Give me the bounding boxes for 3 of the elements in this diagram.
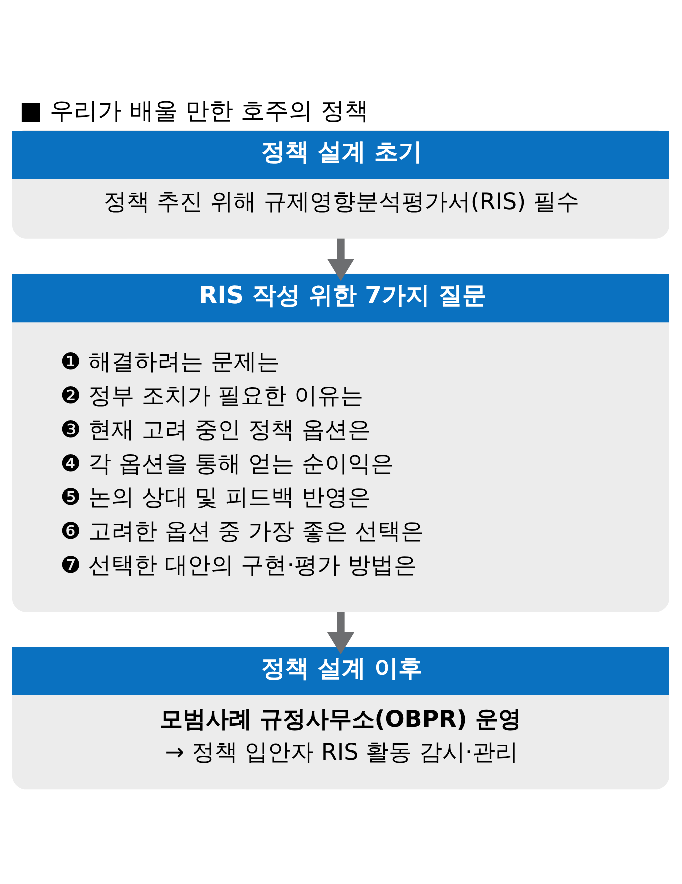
arrow [327, 238, 355, 281]
arrow [327, 612, 355, 654]
diagram-title: ■ 우리가 배울 만한 호주의 정책 [20, 96, 369, 125]
